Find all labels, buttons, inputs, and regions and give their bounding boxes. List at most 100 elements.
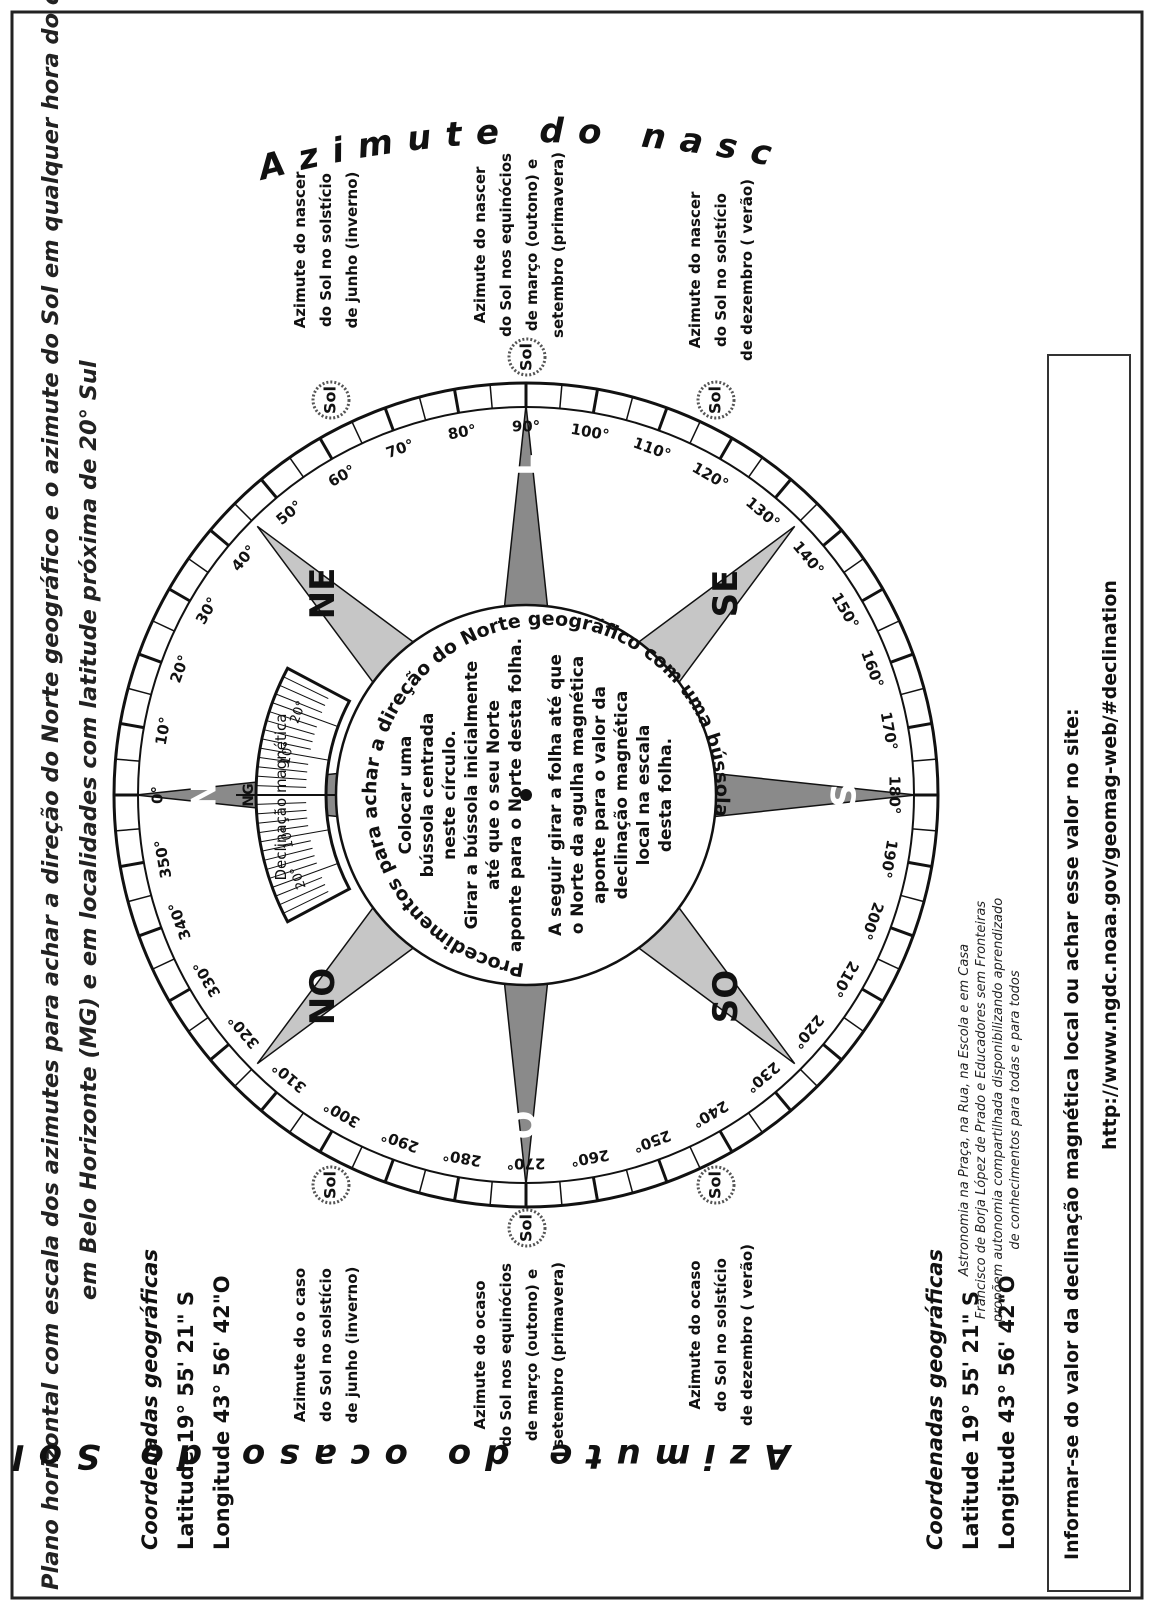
azimuth-tick [625, 1169, 634, 1194]
azimuth-tick [877, 958, 900, 970]
azimuth-tick [115, 828, 140, 832]
direction-no: NO [303, 968, 343, 1025]
direction-ne: NE [303, 568, 343, 620]
declination-tick [279, 684, 326, 706]
info-line1: Informar-se do valor da declinação magné… [1061, 708, 1083, 1560]
sun-label-line: de junho (inverno) [343, 1267, 361, 1424]
azimuth-tick [900, 894, 925, 903]
sun-label-line: Azimute do nascer [291, 171, 309, 328]
center-step1-line: Girar a bússola inicialmente [462, 661, 482, 930]
sun-label-line: Azimute do o caso [291, 1268, 309, 1422]
azimuth-tick [747, 1112, 763, 1133]
declination-tick [258, 825, 309, 834]
azimuth-tick [843, 1016, 864, 1032]
sun-badge-label: Sol [517, 1214, 536, 1242]
azimuth-tick [260, 478, 278, 499]
azimuth-tick [689, 421, 701, 444]
direction-n: N [185, 781, 225, 809]
azimuth-tick [188, 1016, 209, 1032]
declination-tick [272, 862, 339, 888]
coordinates-heading: Coordenadas geográficas [138, 1249, 162, 1550]
direction-l: L [505, 454, 545, 476]
declination-tick [261, 738, 311, 750]
declination-tick [269, 862, 317, 879]
declination-tick [275, 693, 323, 714]
azimuth-tick [168, 987, 191, 1003]
declination-tick [260, 747, 330, 761]
azimuth-tick [418, 396, 427, 421]
azimuth-tick [234, 503, 253, 522]
azimuth-tick [890, 652, 914, 664]
azimuth-tick [657, 407, 669, 431]
azimuth-tick [152, 620, 175, 632]
direction-se: SE [706, 570, 746, 618]
center-step2-line: desta folha. [656, 738, 676, 852]
sun-badge-label: Sol [321, 1171, 340, 1199]
azimuth-tick [452, 388, 461, 414]
azimuth-tick [209, 1043, 230, 1061]
info-url-link[interactable]: http://www.ngdc.noaa.gov/geomag-web/#dec… [1099, 580, 1121, 1150]
coordinates-longitude: Longitude 43° 56' 42"O [995, 1275, 1019, 1550]
sun-label-line: do Sol nos equinócios [497, 1263, 515, 1447]
azimuth-tick [625, 396, 634, 421]
declination-tick [263, 729, 313, 743]
azimuth-tick [799, 1068, 818, 1087]
declination-tick [287, 667, 332, 693]
azimuth-tick [119, 721, 145, 730]
center-step2-line: A seguir girar a folha até que [546, 654, 566, 936]
declination-label: 20° [288, 699, 310, 726]
azimuth-tick [689, 1146, 701, 1169]
declination-tick [260, 829, 330, 843]
declination-tick [283, 676, 329, 700]
azimuth-tick [452, 1176, 461, 1202]
coordinates-heading: Coordenadas geográficas [923, 1249, 947, 1550]
credit-line: propõem autonomia compartilhada disponib… [991, 898, 1006, 1323]
sun-label-line: Azimute do ocaso [471, 1280, 489, 1429]
azimuth-tick [138, 652, 162, 664]
azimuth-tick [912, 758, 937, 762]
sun-label-line: de março (outono) e [523, 1269, 541, 1441]
azimuth-tick [718, 437, 734, 460]
sun-label-line: Azimute do ocaso [686, 1260, 704, 1409]
azimuth-label: 180° [886, 776, 904, 815]
sun-badge [311, 380, 351, 420]
azimuth-tick [907, 860, 933, 869]
azimuth-label: 0° [149, 786, 167, 804]
sun-label-line: do Sol no solstício [317, 1268, 335, 1422]
azimuth-tick [591, 1176, 600, 1202]
center-step1-line: até que o seu Norte [484, 700, 504, 890]
declination-label: 10° [278, 740, 297, 765]
sun-label-line: Azimute do nascer [686, 191, 704, 348]
sun-label-line: do Sol no solstício [712, 1258, 730, 1412]
declination-tick [258, 756, 309, 765]
azimuth-tick [657, 1159, 669, 1183]
azimuth-tick [822, 1043, 843, 1061]
declination-tick [266, 855, 315, 870]
azimuth-tick [591, 388, 600, 414]
azimuth-tick [234, 1068, 253, 1087]
azimuth-tick [119, 860, 145, 869]
azimuth-tick [774, 1091, 792, 1112]
azimuth-tick [260, 1091, 278, 1112]
credits: Astronomia na Praça, na Rua, na Escola e… [957, 898, 1023, 1323]
sun-label-line: de junho (inverno) [343, 172, 361, 329]
sun-badge [507, 1208, 547, 1248]
center-step2-line: aponte para o valor da [590, 686, 610, 904]
declination-tick [256, 802, 307, 805]
declination-label-text: Declinação magnética [272, 714, 290, 881]
declination-tick [261, 840, 311, 852]
azimuth-label: 80° [446, 421, 477, 444]
azimuth-tick [799, 503, 818, 522]
azimuth-tick [822, 529, 843, 547]
azimuth-tick [318, 437, 334, 460]
center-dot [520, 789, 532, 801]
azimuth-tick [351, 421, 363, 444]
declination-tick [272, 702, 339, 728]
sun-badge [311, 1165, 351, 1205]
sun-badge-label: Sol [706, 1171, 725, 1199]
azimuth-tick [774, 478, 792, 499]
coordinates-latitude: Latitude 19° 55' 21" S [959, 1291, 983, 1550]
